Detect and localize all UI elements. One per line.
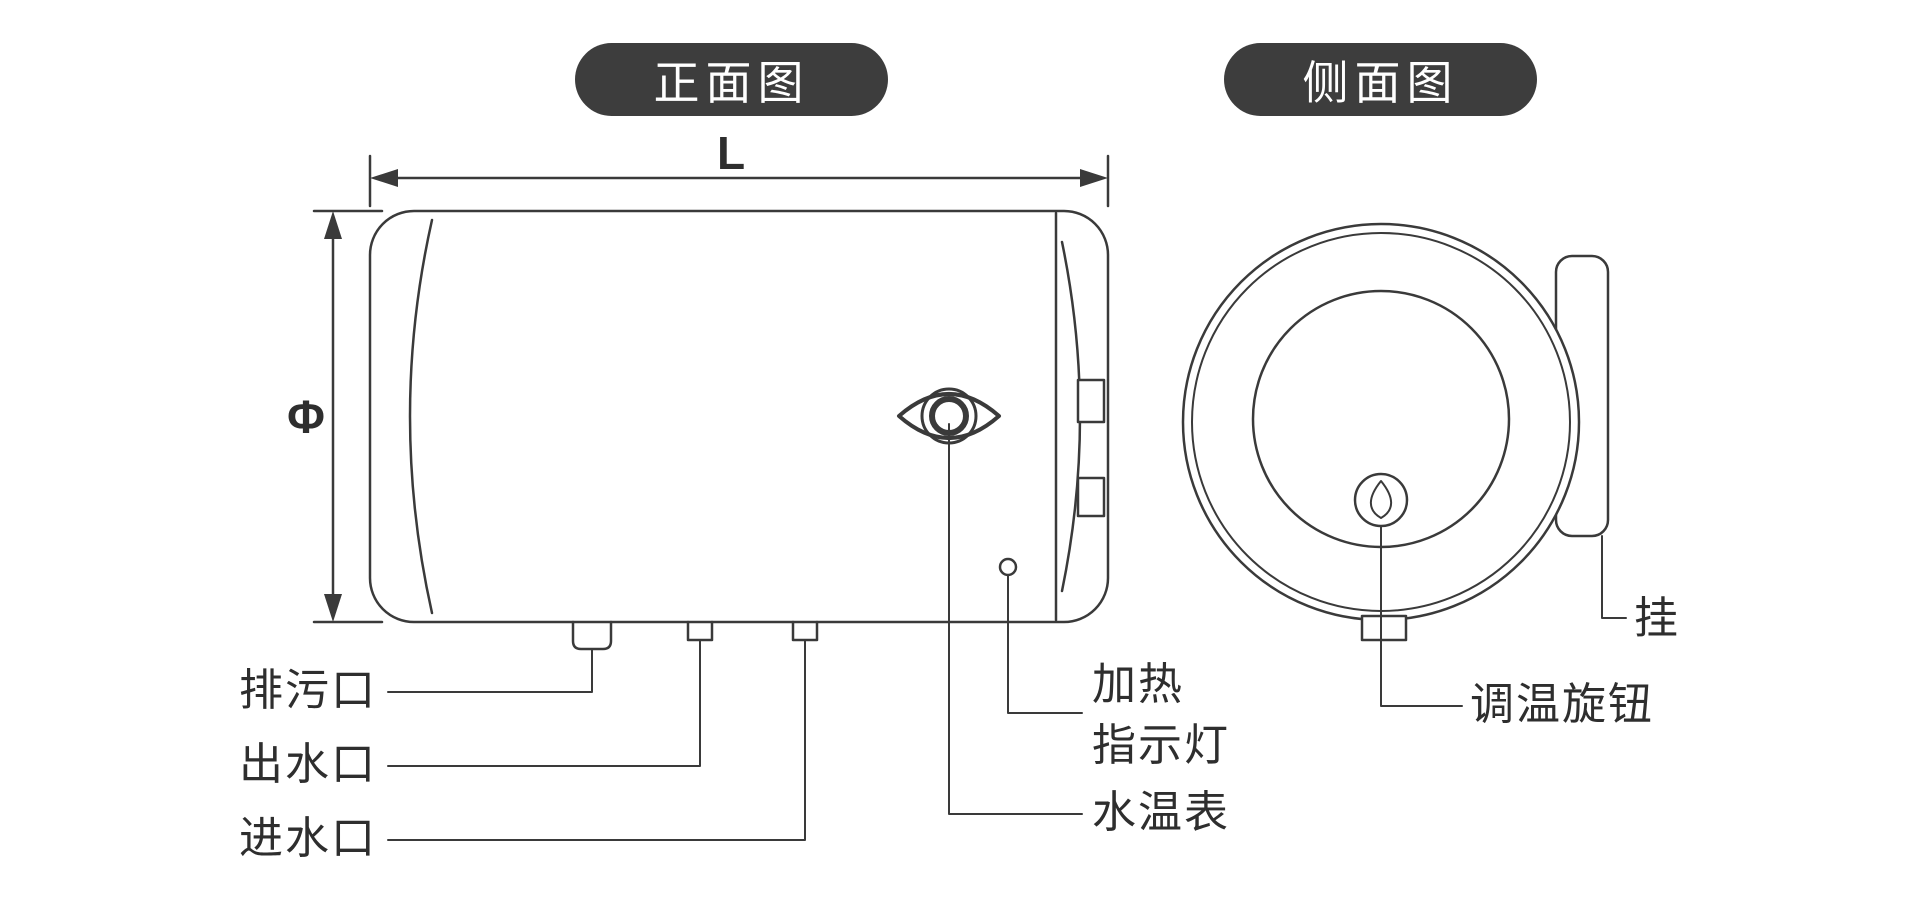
drain-port-leader (387, 649, 593, 693)
heating-indicator-label-line1: 加热 (1092, 660, 1184, 709)
right-cap-tab-lower (1076, 476, 1106, 518)
side-view-drawing (1181, 222, 1627, 707)
tank-body (368, 209, 1110, 624)
bottom-ports (571, 620, 819, 651)
temperature-gauge-leader (948, 423, 1083, 815)
drain-port (571, 620, 613, 651)
front-view-leader-lines (387, 423, 1083, 841)
water-temperature-gauge-label: 水温表 (1092, 788, 1230, 837)
arrowhead-up-icon (324, 211, 342, 239)
hanging-bracket-label: 挂 (1634, 594, 1680, 643)
length-dimension (368, 154, 1110, 208)
arrowhead-right-icon (1080, 169, 1108, 187)
diameter-dimension (312, 209, 384, 624)
side-view-badge: 侧面图 (1224, 43, 1537, 116)
bottom-foot (1360, 614, 1408, 642)
tank-outline (368, 209, 1110, 624)
knob-leader (1380, 525, 1463, 707)
heating-indicator-label-line2: 指示灯 (1092, 721, 1230, 770)
arrowhead-left-icon (370, 169, 398, 187)
water-outlet-port (686, 620, 714, 642)
front-view-drawing (312, 154, 1110, 841)
arrowhead-down-icon (324, 594, 342, 622)
indicator-light-leader (1007, 575, 1083, 714)
water-outlet-label: 出水口 (239, 740, 377, 789)
heating-indicator-light-icon (998, 557, 1018, 577)
bracket-leader (1601, 535, 1627, 619)
right-cap-tab-upper (1076, 378, 1106, 424)
knob-pointer (1369, 480, 1393, 519)
water-outlet-leader (387, 640, 701, 767)
length-dimension-label: L (716, 127, 746, 179)
diameter-dimension-label: Φ (287, 391, 325, 443)
temperature-knob-label: 调温旋钮 (1470, 680, 1654, 729)
water-inlet-port (791, 620, 819, 642)
drain-port-label: 排污口 (239, 666, 377, 715)
water-inlet-leader (387, 640, 806, 841)
left-dome-seam (408, 218, 434, 615)
water-inlet-label: 进水口 (239, 814, 377, 863)
front-view-badge: 正面图 (575, 43, 888, 116)
